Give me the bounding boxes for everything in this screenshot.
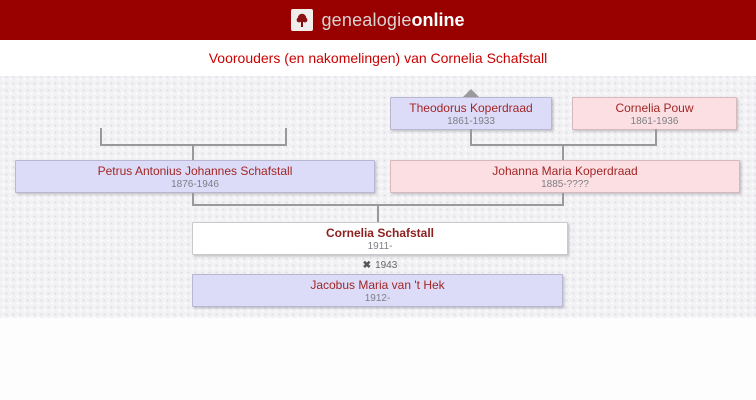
brand-text-bold: online [411,9,465,30]
connector-line [377,204,379,222]
person-name[interactable]: Theodorus Koperdraad [409,101,533,115]
marriage-icon: ✖ [362,260,372,271]
connector-line [100,128,102,146]
person-box-petrus-schafstall[interactable]: Petrus Antonius Johannes Schafstall 1876… [15,160,375,193]
person-name[interactable]: Petrus Antonius Johannes Schafstall [97,164,293,178]
person-dates: 1911- [367,241,393,252]
person-box-jacobus-van-t-hek[interactable]: Jacobus Maria van 't Hek 1912- [192,274,563,307]
connector-line [655,129,657,146]
connector-line [562,144,564,161]
marriage-year: 1943 [375,260,398,271]
connector-line [562,193,564,206]
person-name[interactable]: Cornelia Pouw [615,101,694,115]
person-name[interactable]: Jacobus Maria van 't Hek [310,278,445,292]
person-box-cornelia-pouw[interactable]: Cornelia Pouw 1861-1936 [572,97,737,130]
connector-line [470,129,472,146]
person-box-cornelia-schafstall[interactable]: Cornelia Schafstall 1911- [192,222,568,255]
brand-text: genealogie [321,9,412,30]
page-background [0,318,756,400]
person-dates: 1912- [364,293,391,304]
person-name[interactable]: Cornelia Schafstall [325,226,435,240]
person-dates: 1885-???? [541,179,589,190]
tree-icon [291,9,314,31]
connector-line [192,193,194,206]
person-dates: 1861-1933 [447,116,495,127]
person-box-johanna-koperdraad[interactable]: Johanna Maria Koperdraad 1885-???? [390,160,740,193]
connector-line [285,128,287,146]
person-dates: 1876-1946 [171,179,219,190]
person-dates: 1861-1936 [630,116,679,127]
title-bar: Voorouders (en nakomelingen) van Corneli… [0,40,756,76]
person-box-theodorus-koperdraad[interactable]: Theodorus Koperdraad 1861-1933 [390,97,552,130]
page-title: Voorouders (en nakomelingen) van Corneli… [208,50,548,66]
family-tree: Theodorus Koperdraad 1861-1933 Cornelia … [0,76,756,318]
more-ancestors-icon[interactable] [463,89,479,97]
marriage-row: ✖1943 [192,260,568,271]
person-name[interactable]: Johanna Maria Koperdraad [492,164,638,178]
connector-line [192,144,194,161]
